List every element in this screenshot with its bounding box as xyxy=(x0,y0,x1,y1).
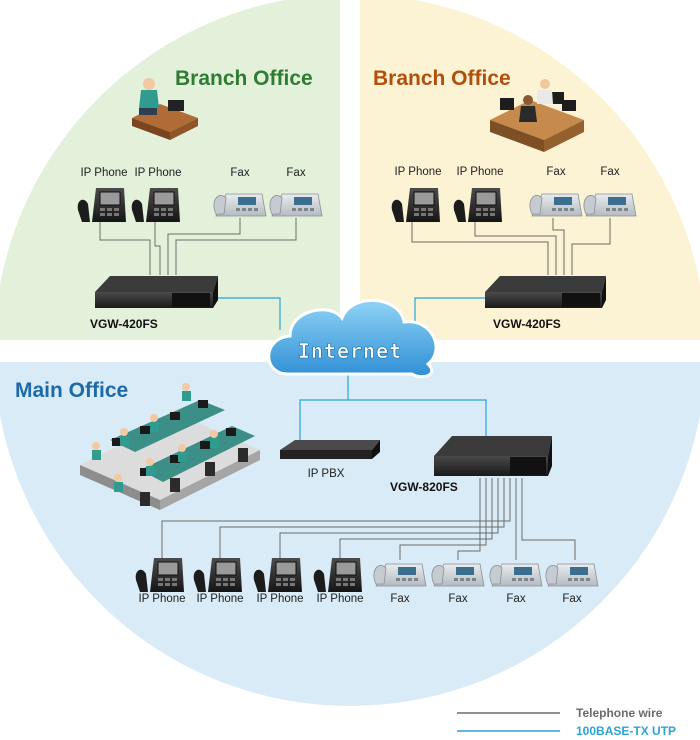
ip-phone-icon xyxy=(77,188,126,222)
internet-label: Internet xyxy=(298,339,402,363)
wire-left-4 xyxy=(175,218,297,275)
vgw-left-label: VGW-420FS xyxy=(90,317,158,331)
fax-icon xyxy=(373,563,427,587)
utp-left xyxy=(215,297,281,330)
utp-right xyxy=(414,297,485,330)
utp-main-2 xyxy=(348,399,487,438)
wire-left-1 xyxy=(99,218,151,275)
telephone-wires xyxy=(99,218,611,560)
wire-main-4 xyxy=(339,478,493,560)
branch-right-office-illustration xyxy=(490,79,584,152)
main-device-label-7: Fax xyxy=(506,593,525,605)
wire-main-8 xyxy=(521,478,576,560)
vgw-main-device xyxy=(434,436,552,476)
fax-icon xyxy=(529,193,583,217)
vgw-main-label: VGW-820FS xyxy=(390,480,458,494)
wire-left-2 xyxy=(154,218,161,275)
ip-phone-icon xyxy=(131,188,180,222)
branch-left-office-illustration xyxy=(132,78,198,140)
wire-main-5 xyxy=(399,478,487,560)
fax-icon xyxy=(213,193,267,217)
wire-left-3 xyxy=(167,218,241,275)
main-device-label-1: IP Phone xyxy=(138,593,185,605)
wire-main-6 xyxy=(457,478,481,560)
main-office-region xyxy=(0,362,700,706)
branch-right-device-label-3: Fax xyxy=(546,166,565,178)
main-device-label-5: Fax xyxy=(390,593,409,605)
internet-cloud: Internet xyxy=(267,298,438,379)
ip-phone-icon xyxy=(313,558,362,592)
main-device-label-8: Fax xyxy=(562,593,581,605)
branch-left-device-label-3: Fax xyxy=(230,167,249,179)
branch-right-device-label-2: IP Phone xyxy=(456,166,503,178)
ip-pbx-device xyxy=(280,440,380,459)
fax-icon xyxy=(269,193,323,217)
branch-left-devices: IP Phone IP Phone Fax Fax xyxy=(77,167,323,222)
wire-right-4 xyxy=(571,218,611,275)
fax-icon xyxy=(431,563,485,587)
wire-right-2 xyxy=(474,218,557,275)
vgw-right-label: VGW-420FS xyxy=(493,317,561,331)
branch-right-device-label-4: Fax xyxy=(600,166,619,178)
fax-icon xyxy=(583,193,637,217)
ip-phone-icon xyxy=(453,188,502,222)
main-device-label-4: IP Phone xyxy=(316,593,363,605)
branch-left-title: Branch Office xyxy=(175,67,313,90)
legend: Telephone wire 100BASE-TX UTP xyxy=(457,706,676,738)
ip-phone-icon xyxy=(135,558,184,592)
branch-left-device-label-1: IP Phone xyxy=(80,167,127,179)
main-office-title: Main Office xyxy=(15,379,128,402)
wire-main-1 xyxy=(161,478,511,560)
main-office-devices: IP Phone IP Phone IP Phone IP Phone Fax Fax Fa… xyxy=(135,558,599,605)
branch-left-device-label-4: Fax xyxy=(286,167,305,179)
vgw-left-device xyxy=(95,276,218,308)
wire-right-1 xyxy=(411,218,549,275)
utp-wires xyxy=(215,297,487,442)
fax-icon xyxy=(489,563,543,587)
legend-utp-label: 100BASE-TX UTP xyxy=(576,724,676,738)
branch-right-device-label-1: IP Phone xyxy=(394,166,441,178)
branch-right-title: Branch Office xyxy=(373,67,511,90)
branch-right-devices: IP Phone IP Phone Fax Fax xyxy=(391,166,637,222)
fax-icon xyxy=(545,563,599,587)
utp-main xyxy=(299,372,349,442)
main-device-label-2: IP Phone xyxy=(196,593,243,605)
ip-phone-icon xyxy=(253,558,302,592)
ip-phone-icon xyxy=(193,558,242,592)
main-device-label-3: IP Phone xyxy=(256,593,303,605)
vgw-right-device xyxy=(485,276,606,308)
ip-phone-icon xyxy=(391,188,440,222)
wire-main-3 xyxy=(279,478,499,560)
ip-pbx-label: IP PBX xyxy=(308,468,345,480)
wire-right-3 xyxy=(552,218,565,275)
wire-main-2 xyxy=(219,478,505,560)
branch-left-device-label-2: IP Phone xyxy=(134,167,181,179)
main-office-illustration xyxy=(80,383,260,510)
legend-telephone-label: Telephone wire xyxy=(576,706,663,720)
main-device-label-6: Fax xyxy=(448,593,467,605)
